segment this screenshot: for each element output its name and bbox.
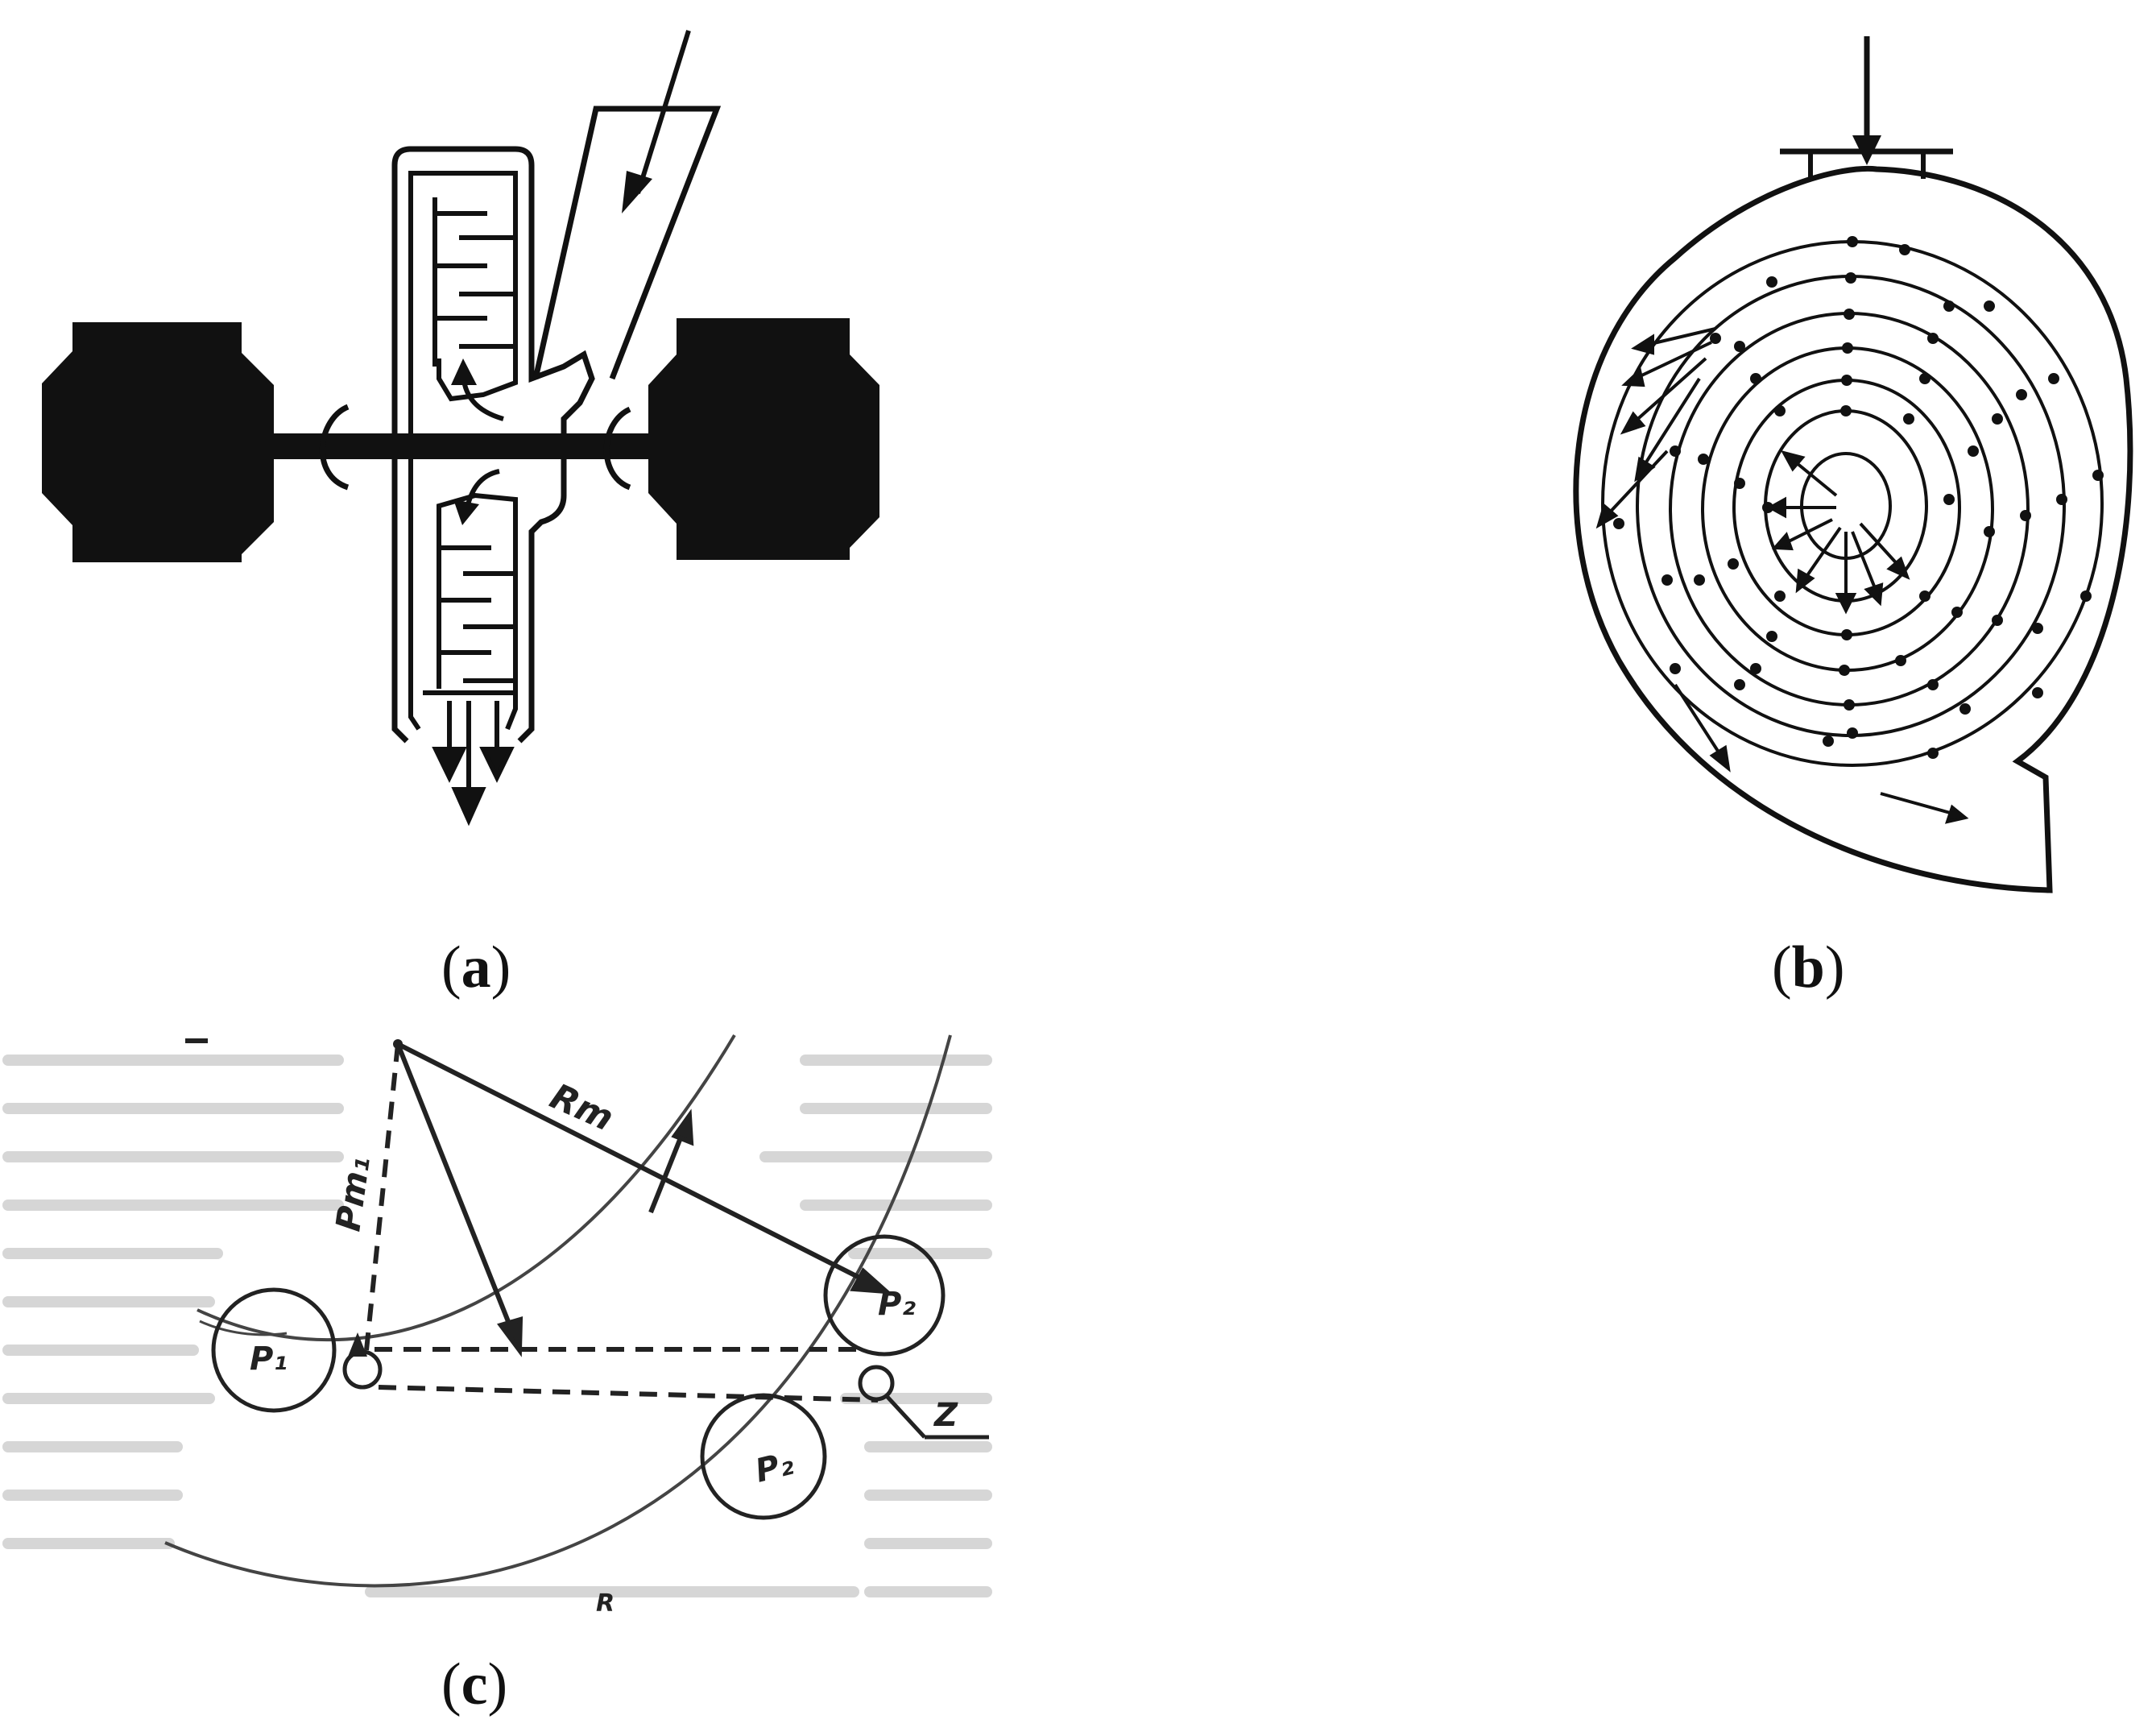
caption-b: (b)	[1772, 934, 1845, 1001]
panel-c-diagram: Rm Pm₁ P₁ P₂ P₂ Z R	[0, 999, 999, 1643]
radius-arrows	[395, 1042, 893, 1357]
volute-casing	[1573, 165, 2133, 893]
ball-p2-upper	[823, 1234, 946, 1357]
small-contact-left	[342, 1349, 383, 1390]
housing-inner	[408, 171, 518, 731]
panel-a-diagram	[0, 0, 966, 902]
feed-arrowhead	[622, 171, 652, 213]
feed-arrow	[635, 30, 691, 194]
left-motor	[42, 322, 274, 562]
left-seal	[319, 404, 350, 491]
lower-fins	[423, 516, 515, 695]
label-rm: Rm	[544, 1075, 620, 1139]
label-p2-upper: P₂	[878, 1286, 916, 1323]
flow-arrowhead-up	[451, 358, 477, 385]
upper-fins	[432, 197, 515, 367]
panel-b-diagram	[1530, 0, 2142, 902]
ball-p1	[211, 1287, 337, 1413]
scan-background-lines	[2, 1055, 992, 1597]
spiral-classifier-schematic	[1573, 36, 2133, 893]
particle-dots	[1613, 236, 2104, 759]
dashed-construction	[364, 1043, 879, 1403]
centrifugal-mill-schematic	[42, 30, 879, 827]
label-p1: P₁	[250, 1340, 288, 1378]
label-p2-lower: P₂	[751, 1445, 797, 1490]
label-r: R	[596, 1589, 615, 1618]
outer-arc	[164, 1034, 952, 1588]
outer-flow-arrows	[1595, 327, 1969, 824]
discharge-arrows	[432, 701, 515, 827]
inner-radial-arrows	[1766, 450, 1910, 615]
feed-chute	[532, 106, 722, 380]
right-motor	[648, 318, 879, 560]
label-pm1: Pm₁	[328, 1154, 377, 1234]
label-z: Z	[933, 1397, 958, 1434]
caption-c: (c)	[441, 1651, 508, 1717]
caption-a: (a)	[441, 934, 511, 1001]
flow-arrow-down	[465, 469, 500, 508]
grinding-geometry-schematic: Rm Pm₁ P₁ P₂ P₂ Z R	[2, 1034, 992, 1618]
right-seal	[603, 406, 631, 491]
flow-arrowhead-down	[453, 499, 479, 525]
drive-shaft	[266, 433, 652, 459]
housing-outline	[391, 146, 595, 744]
